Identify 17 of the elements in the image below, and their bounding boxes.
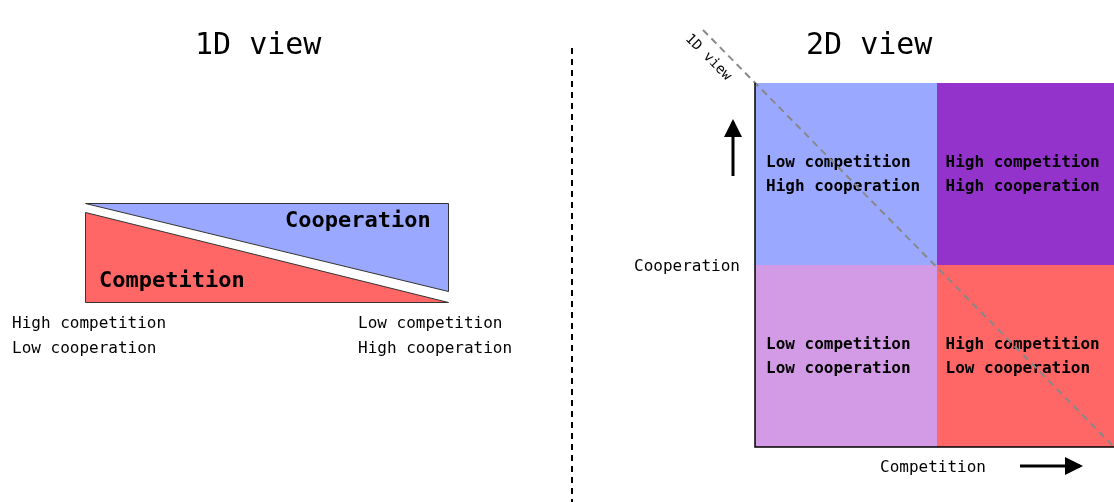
quadrant-label: Low competition Low cooperation [766, 333, 912, 379]
wedge-label: Cooperation [285, 206, 431, 234]
quadrant [937, 265, 1114, 447]
quadrant [755, 265, 937, 447]
panel-heading: 2D view [806, 26, 933, 62]
axis-label: Competition [880, 456, 986, 478]
quadrant [937, 83, 1114, 265]
quadrant-label: High competition High cooperation [945, 151, 1101, 197]
scale-end-label: High competition Low cooperation [12, 312, 168, 359]
scale-end-label: Low competition High cooperation [358, 312, 514, 359]
wedge-label: Competition [99, 266, 245, 294]
panel-heading: 1D view [195, 26, 322, 62]
cooperation-wedge [85, 203, 449, 292]
quadrant-label: Low competition High cooperation [766, 151, 922, 197]
quadrant-label: High competition Low cooperation [945, 333, 1101, 379]
quadrant [755, 83, 937, 265]
axis-label: Cooperation [634, 255, 740, 277]
